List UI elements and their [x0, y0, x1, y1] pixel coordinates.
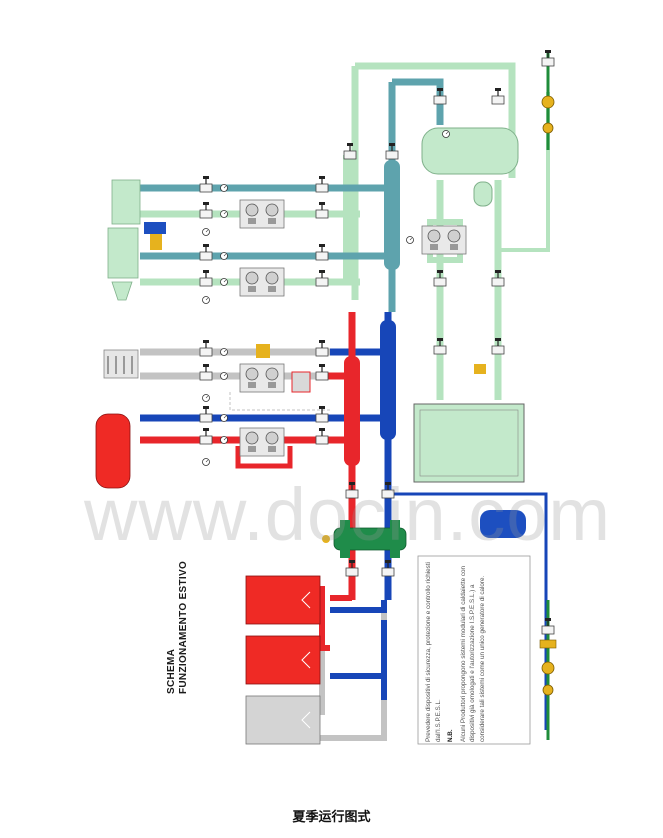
- gauge-icon: [202, 458, 210, 466]
- valve-icon: [381, 559, 395, 577]
- valve-icon: [315, 363, 329, 381]
- expansion-vessel: [480, 510, 526, 538]
- cooling-unit: [413, 403, 525, 483]
- note-modular: Alcuni Produttori propongono sistemi mod…: [459, 565, 486, 742]
- valve-icon: [199, 269, 213, 287]
- valve-icon: [433, 87, 447, 105]
- teal-circuit: [140, 78, 444, 312]
- valve-icon: [315, 201, 329, 219]
- gauge-icon: [202, 394, 210, 402]
- valve-icon: [315, 175, 329, 193]
- notes-text: Prevedere dispositivi di sicurezza, prot…: [424, 552, 491, 742]
- gauge-icon: [220, 436, 228, 444]
- schema-title: SCHEMA: [166, 648, 177, 694]
- gauge-icon: [202, 228, 210, 236]
- valve-icon: [541, 617, 555, 635]
- notes-box: [417, 555, 531, 745]
- valve-icon: [541, 49, 555, 67]
- valve-icon: [491, 337, 505, 355]
- gauge-icon: [220, 184, 228, 192]
- valve-icon: [433, 269, 447, 287]
- valve-icon: [345, 559, 359, 577]
- valve-icon: [315, 243, 329, 261]
- pumps: [144, 199, 486, 457]
- valve-icon: [199, 243, 213, 261]
- valve-icon: [315, 269, 329, 287]
- gauge-icon: [220, 348, 228, 356]
- hydraulic-separator: [322, 520, 407, 558]
- schema-subtitle: FUNZIONAMENTO ESTIVO: [178, 560, 189, 694]
- note-safety: Prevedere dispositivi di sicurezza, prot…: [425, 562, 442, 742]
- valve-icon: [385, 142, 399, 160]
- valve-icon: [315, 427, 329, 445]
- gauge-icon: [220, 278, 228, 286]
- storage-tank: [421, 127, 519, 207]
- valve-icon: [315, 405, 329, 423]
- gauge-icon: [220, 210, 228, 218]
- valve-icon: [433, 337, 447, 355]
- gauge-icon: [442, 130, 450, 138]
- gauge-icon: [202, 296, 210, 304]
- valve-icon: [345, 481, 359, 499]
- valve-icon: [381, 481, 395, 499]
- gauge-icon: [406, 236, 414, 244]
- valve-icon: [199, 339, 213, 357]
- valve-icon: [199, 201, 213, 219]
- gauge-icon: [220, 252, 228, 260]
- valve-icon: [315, 339, 329, 357]
- valve-icon: [491, 269, 505, 287]
- valve-icon: [199, 363, 213, 381]
- gauge-icon: [220, 414, 228, 422]
- caption: 夏季运行图式: [292, 810, 371, 825]
- water-supply-line: [539, 52, 557, 740]
- valve-icon: [199, 427, 213, 445]
- valve-icon: [491, 87, 505, 105]
- valve-icon: [199, 405, 213, 423]
- note-heading: N.B.: [447, 729, 455, 742]
- valve-icon: [199, 175, 213, 193]
- terminal-units: [95, 179, 141, 489]
- boilers: [245, 575, 321, 745]
- gauge-icon: [220, 372, 228, 380]
